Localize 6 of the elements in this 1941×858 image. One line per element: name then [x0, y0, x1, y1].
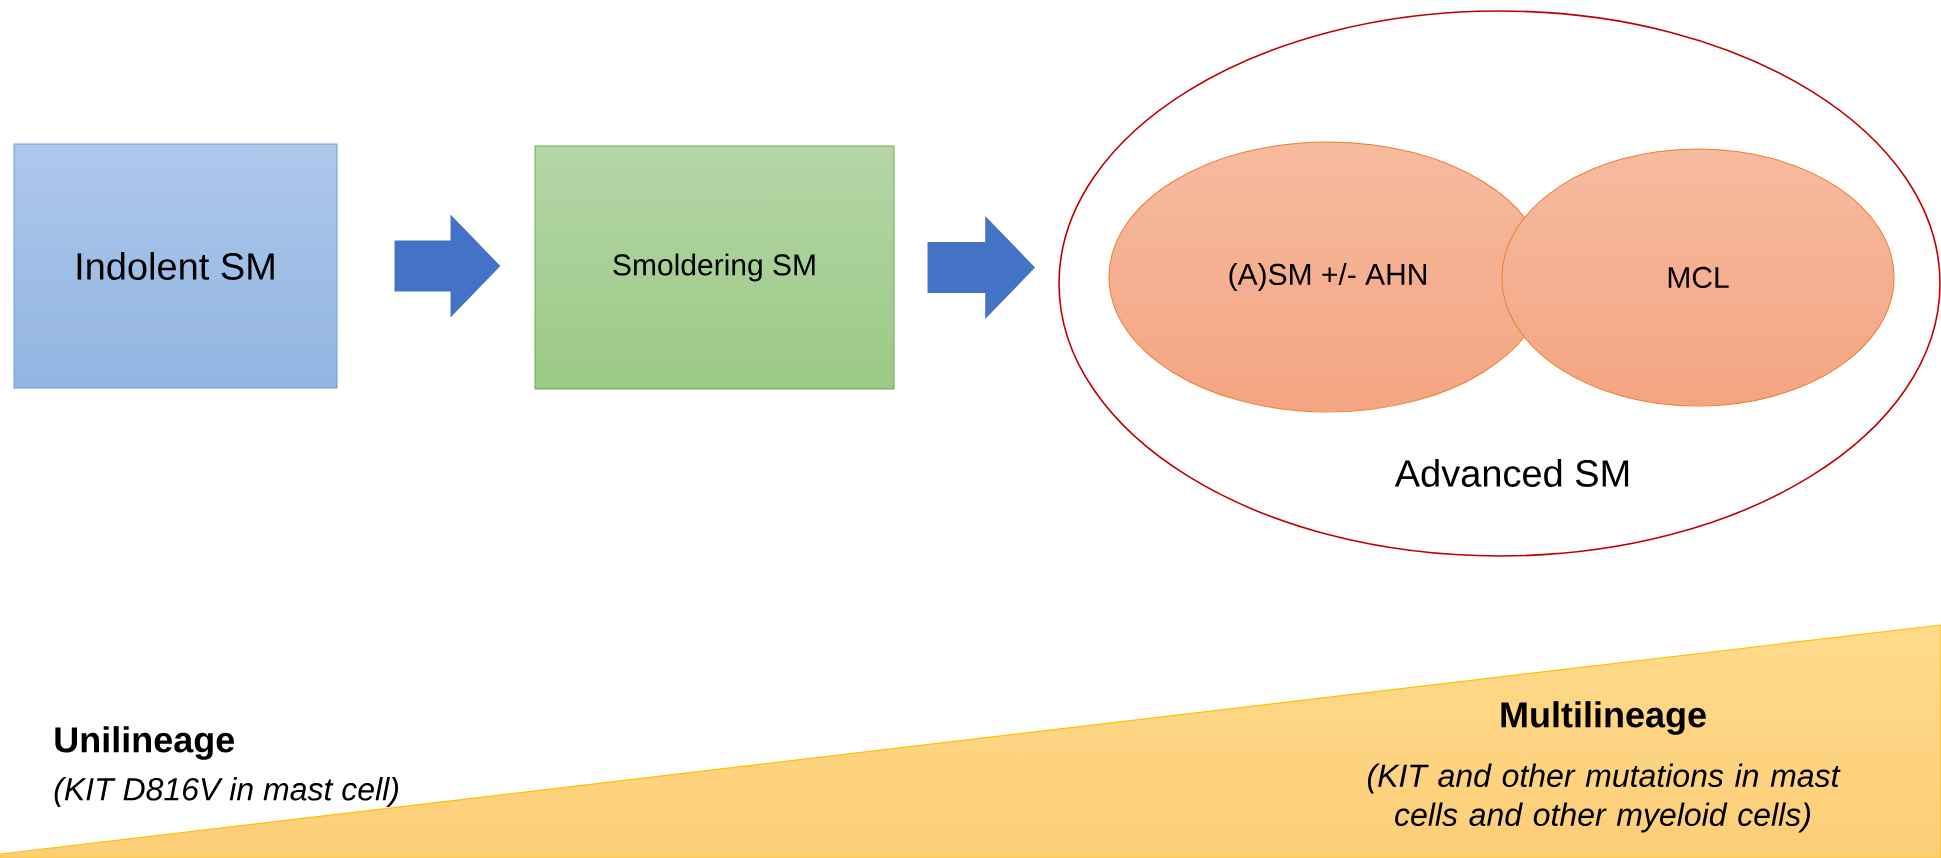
- label-text: Unilineage: [55, 726, 235, 760]
- note-text: (KIT and other mutations in mast cells and other myeloid cells): [1368, 763, 1841, 833]
- process-box: Smoldering SM: [534, 145, 895, 390]
- note-text: (KIT D816V in mast cell): [54, 777, 398, 807]
- process-box: Indolent SM: [13, 143, 338, 389]
- label-text: Multilineage: [1501, 701, 1706, 735]
